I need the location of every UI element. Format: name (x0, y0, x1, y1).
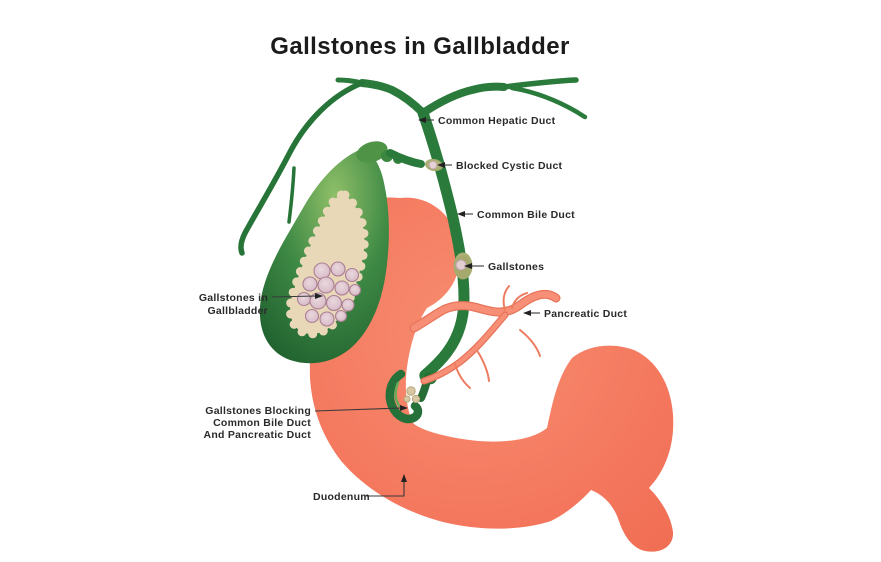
duct-stone (455, 259, 467, 271)
label-gallstones-in-gallbladder-2: Gallbladder (207, 305, 268, 317)
ampulla-stones (403, 386, 421, 404)
pancreatic-twigs (454, 285, 541, 389)
gallstones-in-gallbladder-leader (271, 295, 317, 298)
cystic-blockage-stone (428, 160, 438, 170)
page-title: Gallstones in Gallbladder (270, 33, 569, 60)
gallstones-arrow (464, 263, 472, 269)
label-gallstones-blocking-1: Gallstones Blocking (205, 405, 311, 417)
common-bile-duct-shape (417, 107, 470, 381)
label-blocked-cystic-duct: Blocked Cystic Duct (456, 160, 563, 172)
gallstones-blocking-leader (314, 407, 402, 412)
left-hepatic-fork (287, 166, 296, 224)
label-pancreatic-duct: Pancreatic Duct (544, 308, 627, 320)
cystic-duct-blockage (425, 158, 443, 172)
ampulla-hook (385, 369, 423, 424)
right-hepatic-tip-lower (509, 85, 588, 120)
pancreatic-duct-group (409, 285, 561, 389)
label-gallstones-blocking-3: And Pancreatic Duct (204, 429, 312, 441)
label-duodenum: Duodenum (313, 491, 370, 503)
bile-duct-gallstone (453, 252, 473, 280)
pancreatic-duct-shape (410, 291, 560, 332)
label-gallstones: Gallstones (488, 261, 544, 273)
right-hepatic-duct (419, 82, 508, 117)
gallbladder-neck (356, 141, 388, 163)
common-hepatic-duct-shape (358, 79, 427, 117)
hook-shape (385, 369, 423, 424)
right-hepatic-tip-upper (501, 77, 579, 90)
label-common-bile-duct: Common Bile Duct (477, 209, 575, 221)
hook-highlight (394, 381, 403, 410)
stomach-duodenum-shape (309, 197, 674, 552)
duodenum-leader (366, 481, 405, 497)
labels: Common Hepatic Duct Blocked Cystic Duct … (199, 115, 627, 503)
blocked-cystic-duct-arrow (437, 162, 445, 168)
gallbladder (259, 148, 389, 364)
gallbladder-stones (296, 261, 362, 327)
gallstones-blocking-arrow (400, 405, 408, 411)
common-hepatic-duct-arrow (418, 117, 426, 123)
cystic-duct-shape (386, 149, 425, 168)
biliary-tree (238, 77, 588, 402)
left-hepatic-sweep (238, 80, 365, 256)
label-common-hepatic-duct: Common Hepatic Duct (438, 115, 556, 127)
common-bile-duct-arrow (457, 211, 465, 217)
gallstones-in-gallbladder-arrow (315, 293, 323, 299)
pancreatic-duct-arrow (523, 310, 531, 316)
pancreatic-branch-shape (421, 312, 508, 384)
label-gallstones-blocking-2: Common Bile Duct (213, 417, 311, 429)
label-gallstones-in-gallbladder-1: Gallstones in (199, 292, 268, 304)
duodenum-arrow (401, 474, 407, 482)
